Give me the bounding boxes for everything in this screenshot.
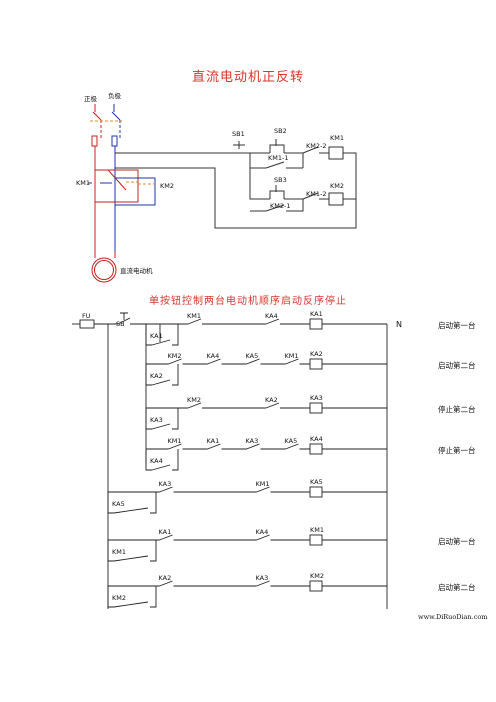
row-caption: 启动第二台 (438, 360, 476, 370)
contact-label: KA5 (285, 437, 298, 445)
watermark-text: www.DiRuoDian.com (418, 613, 487, 621)
coil-label: KM2 (310, 572, 324, 580)
latch-contact (151, 423, 171, 430)
latch-contact (151, 339, 171, 346)
label-motor: 直流电动机 (120, 266, 153, 275)
coil-ka5 (309, 486, 323, 498)
contact-label: KM1 (285, 352, 299, 360)
contact-label: KA1 (207, 437, 220, 445)
contact-km1 (285, 358, 299, 365)
label-km1-coil: KM1 (330, 134, 344, 142)
contact-ka3 (256, 580, 270, 587)
label-sb2: SB2 (274, 127, 287, 135)
contact-label: KA2 (159, 574, 172, 582)
contact-km2 (187, 402, 202, 409)
label-km2-1: KM2-1 (270, 202, 291, 210)
contact-km1 (168, 443, 182, 450)
contact-label: KM1 (168, 437, 182, 445)
coil-ka1 (309, 318, 323, 330)
latch-contact (113, 601, 149, 608)
latch-label: KA3 (150, 416, 163, 424)
contact-label: KA3 (246, 437, 259, 445)
contact-label: KM1 (256, 480, 270, 488)
diagram2-title: 单按钮控制两台电动机顺序启动反序停止 (149, 296, 347, 307)
latch-label: KM1 (112, 548, 126, 556)
contact-label: KA1 (159, 528, 172, 536)
latch-contact (113, 555, 149, 562)
coil-label: KA2 (310, 350, 323, 358)
latch-contact (151, 464, 171, 471)
label-km2-coil: KM2 (330, 182, 344, 190)
label-n: N (396, 320, 402, 329)
latch-label: KA2 (150, 372, 163, 380)
latch-contact (151, 379, 171, 386)
label-positive: 正极 (84, 94, 98, 103)
row-caption: 启动第二台 (438, 582, 476, 592)
contact-label: KM1 (187, 312, 201, 320)
contact-km1 (187, 318, 202, 325)
diagram1-title: 直流电动机正反转 (191, 70, 304, 85)
contact-label: KA2 (265, 396, 278, 404)
latch-label: KM2 (112, 594, 126, 602)
label-sb1: SB1 (232, 130, 245, 138)
contact-ka1 (159, 534, 173, 541)
contact-ka3 (246, 443, 260, 450)
latch-label: KA5 (112, 500, 125, 508)
label-km1-2: KM1-2 (306, 190, 327, 198)
label-km1-1: KM1-1 (268, 154, 289, 162)
contact-km1 (256, 486, 270, 493)
row-caption: 停止第二台 (438, 404, 476, 414)
coil-ka2 (309, 358, 323, 370)
dc-motor-circuit (88, 104, 357, 283)
coil-label: KA1 (310, 310, 323, 318)
contact-ka2 (159, 580, 173, 587)
contact-ka5 (285, 443, 299, 450)
coil-label: KA5 (310, 478, 323, 486)
coil-label: KA4 (310, 435, 323, 443)
label-sb3: SB3 (274, 176, 287, 184)
coil-ka3 (309, 402, 323, 414)
contact-label: KA5 (246, 352, 259, 360)
ladder-header-labels: FU SB N www.DiRuoDian.com (82, 312, 487, 621)
coil-label: KM1 (310, 526, 324, 534)
contact-label: KA3 (159, 480, 172, 488)
label-fu: FU (82, 312, 91, 320)
contact-label: KM2 (168, 352, 182, 360)
coil-label: KA3 (310, 394, 323, 402)
contact-label: KA4 (256, 528, 269, 536)
contact-ka4 (256, 534, 270, 541)
contact-label: KA3 (256, 574, 269, 582)
row-caption: 启动第一台 (438, 320, 476, 330)
coil-km1 (309, 534, 323, 546)
contact-ka5 (246, 358, 260, 365)
contact-ka2 (265, 402, 280, 409)
latch-contact (113, 507, 149, 514)
contact-ka4 (265, 318, 280, 325)
coil-km2 (309, 580, 323, 592)
coil-ka4 (309, 443, 323, 455)
contact-ka1 (207, 443, 221, 450)
ladder-diagram (72, 312, 388, 609)
row-caption: 停止第一台 (438, 445, 476, 455)
label-km1-main: KM1 (76, 179, 90, 187)
contact-ka4 (207, 358, 221, 365)
label-km2-2: KM2-2 (306, 142, 327, 150)
contact-label: KM2 (187, 396, 201, 404)
row-caption: 启动第一台 (438, 536, 476, 546)
label-km2-main: KM2 (160, 182, 174, 190)
contact-km2 (168, 358, 182, 365)
label-negative: 负极 (108, 91, 122, 100)
contact-label: KA4 (265, 312, 278, 320)
latch-label: KA1 (150, 332, 163, 340)
dc-motor-labels: 正极 负极 SB1 SB2 KM1 KM2-2 KM1-1 SB3 KM2 KM… (76, 91, 344, 275)
latch-label: KA4 (150, 457, 163, 465)
contact-ka3 (159, 486, 173, 493)
label-sb: SB (116, 320, 125, 328)
contact-label: KA4 (207, 352, 220, 360)
